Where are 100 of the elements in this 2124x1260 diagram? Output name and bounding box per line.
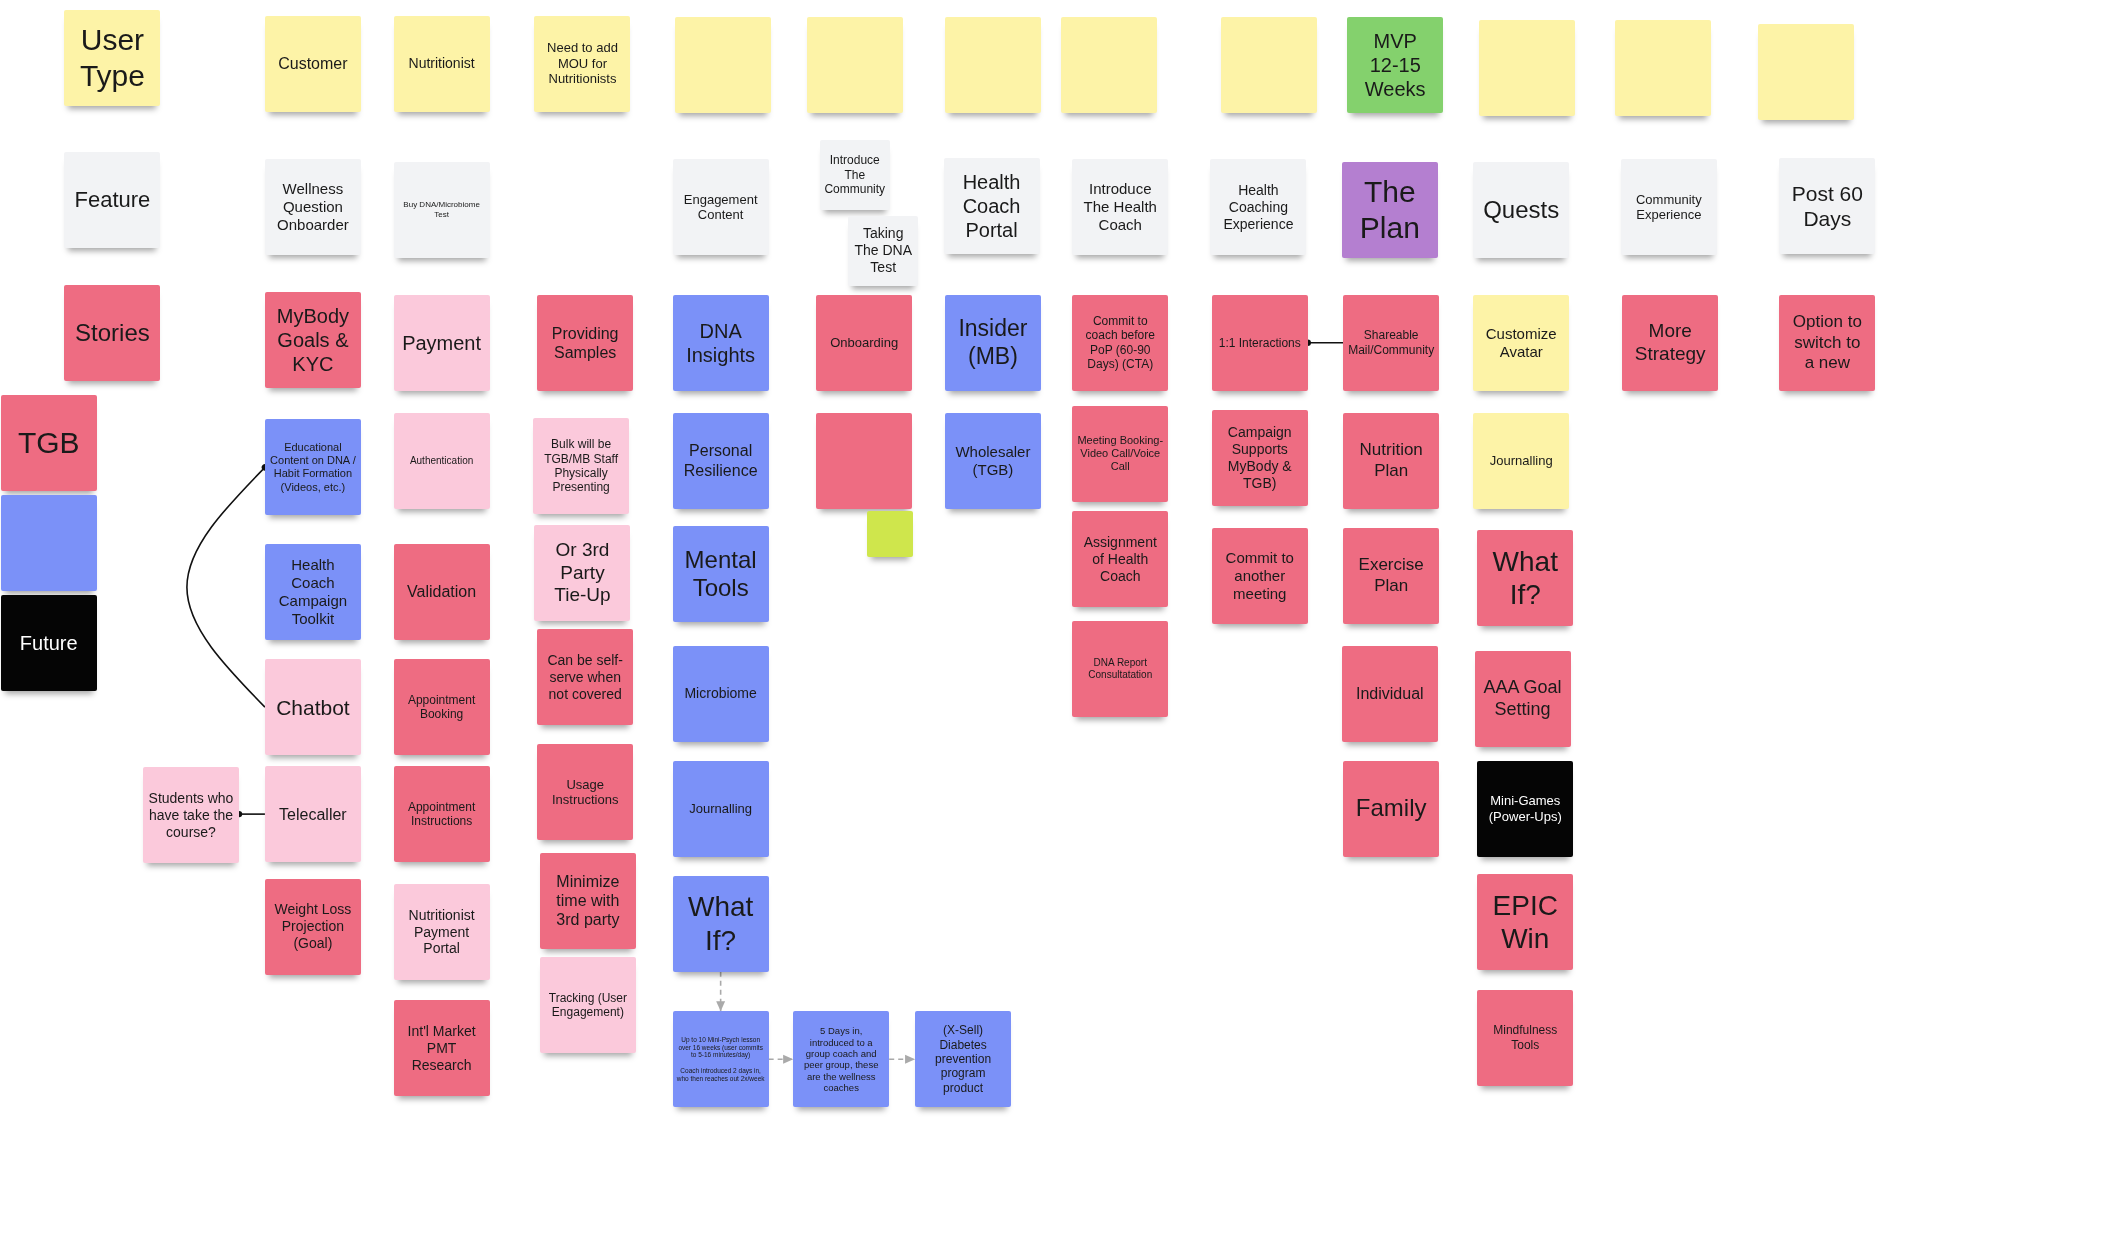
sticky-note: [264, 292, 361, 388]
sticky-note: [1343, 412, 1440, 509]
sticky-note: [1343, 294, 1440, 391]
note-text: Validation: [407, 582, 477, 602]
note-text: Stories: [75, 318, 150, 348]
note-text: Health Coach Portal: [961, 169, 1022, 242]
note-text: Exercise Plan: [1357, 555, 1425, 597]
connector: [888, 1054, 916, 1064]
note-text: Customer: [278, 54, 348, 74]
note-text: Insider (MB): [957, 315, 1029, 371]
sticky-note: [944, 412, 1041, 509]
note-text: Onboarding: [830, 334, 899, 351]
note-text: Personal Resilience: [682, 441, 759, 480]
note-text: Weight Loss Projection (Goal): [273, 901, 353, 952]
note-text: Commit to another meeting: [1224, 548, 1295, 603]
note-text: Usage Instructions: [550, 776, 620, 809]
sticky-note: [1072, 405, 1169, 502]
sticky-note: [0, 595, 97, 692]
sticky-note: [944, 294, 1041, 391]
note-text: Minimize time with 3rd party: [555, 872, 621, 930]
note-text: Chatbot: [276, 694, 350, 720]
sticky-note: [1477, 874, 1574, 971]
sticky-note: [1779, 157, 1876, 254]
note-text: Wellness Question Onboarder: [276, 180, 350, 235]
note-text: What If?: [686, 890, 755, 958]
sticky-note: [393, 412, 490, 509]
sticky-note: [533, 417, 630, 514]
note-text: Nutrition Plan: [1358, 440, 1424, 481]
note-text: Meeting Booking-Video Call/Voice Call: [1076, 434, 1165, 474]
note-text: Quests: [1483, 195, 1560, 225]
note-text: Need to add MOU for Nutritionists: [546, 40, 619, 88]
note-text: MyBody Goals & KYC: [275, 304, 351, 376]
note-text: Educational Content on DNA / Habit Formation (Videos, etc.): [269, 440, 357, 494]
sticky-note: [64, 152, 161, 249]
sticky-note: [393, 883, 490, 980]
sticky-note: [1477, 530, 1574, 627]
sticky-note: [1211, 294, 1308, 391]
sticky-note: [672, 1011, 769, 1108]
sticky-note: [393, 294, 490, 391]
sticky-note: [1210, 159, 1307, 256]
sticky-note: [1757, 23, 1854, 120]
note-text: Providing Samples: [550, 323, 620, 362]
sticky-note: [537, 294, 634, 391]
note-text: Appointment Instructions: [406, 799, 477, 829]
sticky-note: [672, 760, 769, 857]
note-text: Individual: [1356, 683, 1424, 704]
sticky-note: [1072, 294, 1169, 391]
sticky-note: [1072, 511, 1169, 608]
note-text: Assignment of Health Coach: [1082, 534, 1158, 585]
note-text: Nutritionist: [408, 55, 475, 73]
sticky-note: [1211, 527, 1308, 624]
sticky-note: [672, 526, 769, 623]
sticky-note: [539, 957, 636, 1054]
note-text: (X-Sell) Diabetes prevention program product: [934, 1023, 993, 1096]
sticky-note: [537, 629, 634, 726]
note-text: Campaign Supports MyBody & TGB): [1226, 424, 1293, 492]
note-text: DNA Insights: [685, 318, 757, 367]
sticky-note: [264, 15, 361, 112]
note-text: Students who have take the course?: [147, 790, 235, 841]
sticky-note: [1615, 19, 1712, 116]
sticky-note: [264, 766, 361, 863]
sticky-note: [264, 878, 361, 975]
note-text: Community Experience: [1635, 191, 1703, 223]
note-text: Tracking (User Engagement): [547, 990, 628, 1020]
sticky-note: [1061, 17, 1158, 113]
sticky-note: [393, 161, 490, 258]
sticky-note: [672, 159, 769, 256]
connector: [716, 971, 726, 1013]
note-text: Engagement Content: [682, 191, 759, 223]
note-text: Future: [19, 631, 78, 656]
sticky-note: [915, 1011, 1012, 1108]
sticky-note: [672, 875, 769, 972]
note-text: AAA Goal Setting: [1482, 677, 1563, 721]
sticky-note: [1474, 650, 1571, 747]
note-text: 5 Days in, introduced to a group coach and peer group, these are the wellness coaches: [802, 1025, 880, 1094]
sticky-note: [393, 543, 490, 640]
note-text: What If?: [1491, 544, 1559, 612]
note-text: EPIC Win: [1491, 888, 1559, 957]
sticky-note: [819, 139, 890, 210]
sticky-note: [64, 10, 161, 107]
sticky-note: [393, 1000, 490, 1097]
sticky-note: [1343, 760, 1440, 857]
sticky-note: [1341, 161, 1438, 258]
note-text: Or 3rd Party Tie-Up: [553, 538, 612, 608]
note-text: Appointment Booking: [406, 692, 477, 722]
note-text: Customize Avatar: [1484, 324, 1558, 361]
note-text: Mini-Games (Power-Ups): [1487, 793, 1563, 825]
sticky-note: [816, 412, 913, 509]
note-text: Health Coach Campaign Toolkit: [277, 555, 349, 628]
sticky-note: [1341, 645, 1438, 742]
sticky-note: [1779, 294, 1876, 391]
sticky-note: [1347, 17, 1444, 113]
sticky-note: [672, 294, 769, 391]
sticky-note: [672, 645, 769, 742]
note-text: Int'l Market PMT Research: [406, 1023, 477, 1074]
note-text: Can be self-serve when not covered: [546, 652, 624, 703]
sticky-note: [264, 419, 361, 516]
sticky-note: [534, 15, 631, 112]
note-text: Microbiome: [684, 685, 757, 702]
note-text: Feature: [74, 187, 151, 214]
